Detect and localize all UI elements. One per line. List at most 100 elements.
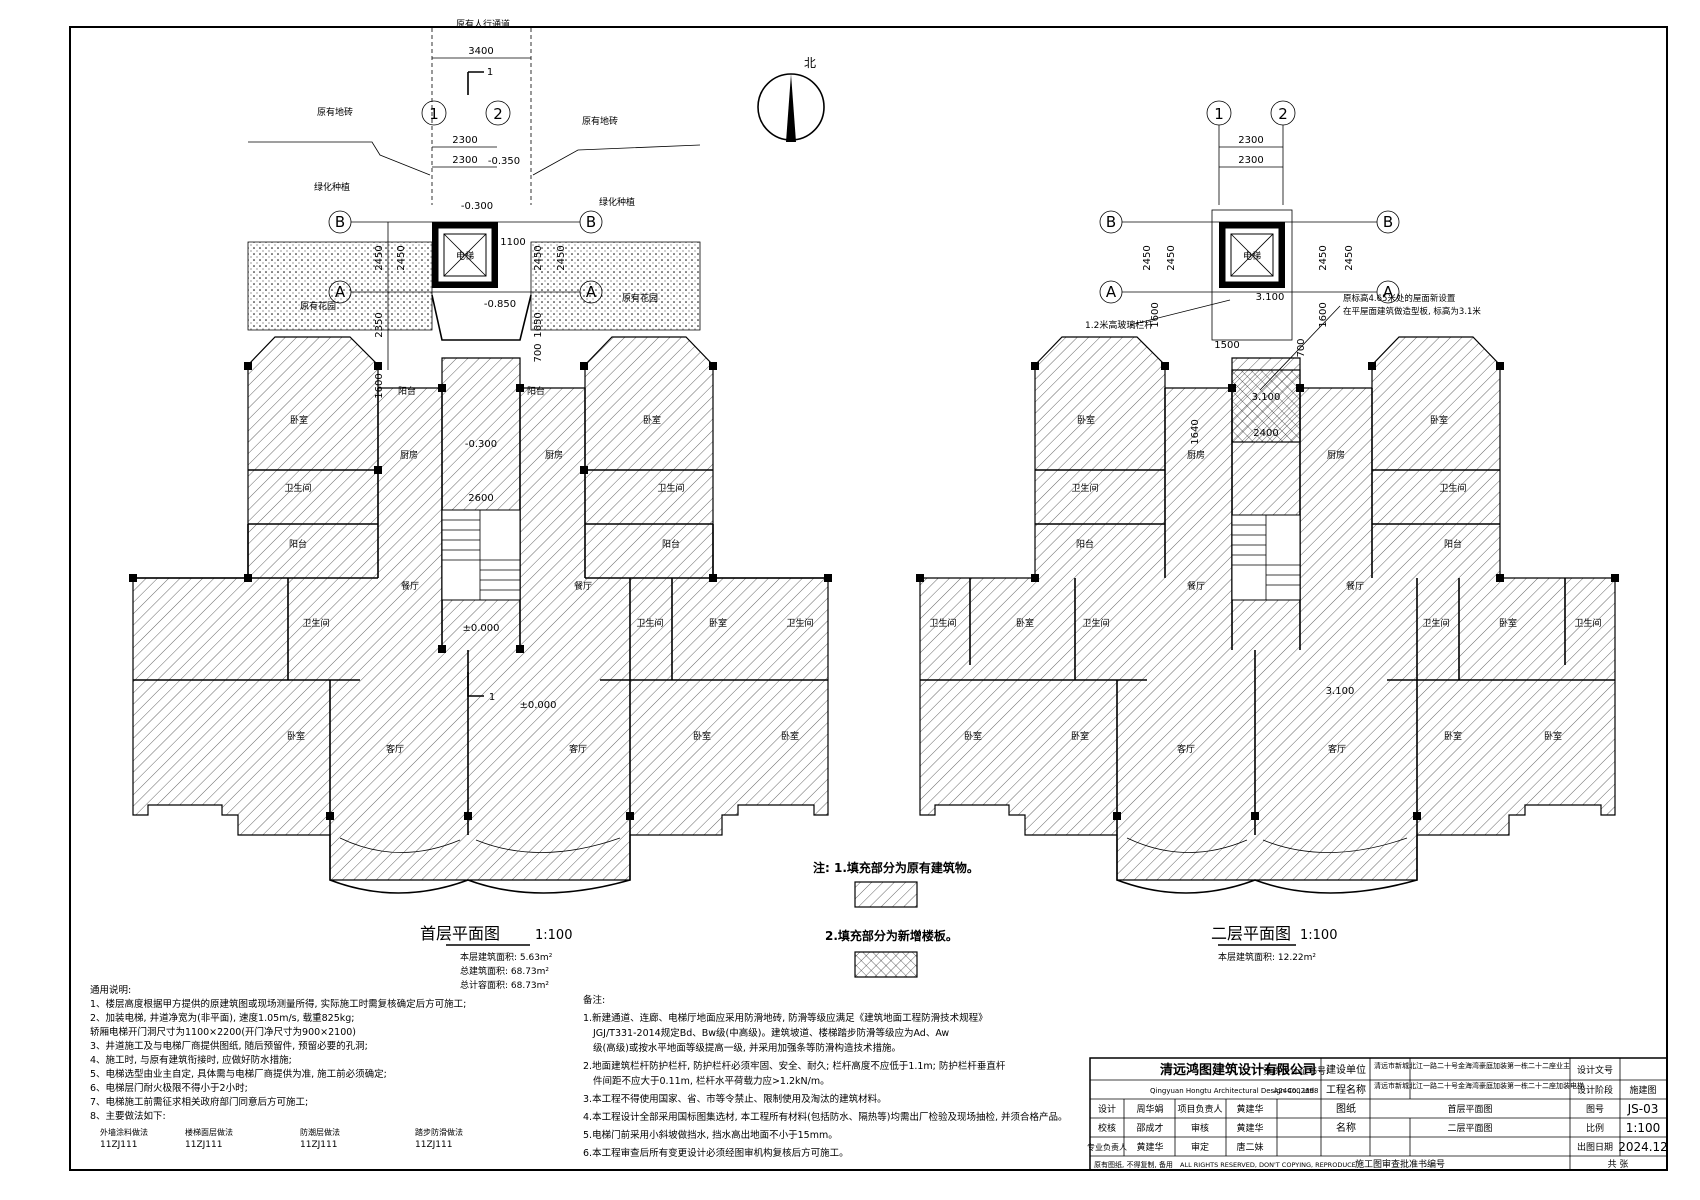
room-balcony-4: 阳台: [527, 385, 545, 397]
room-bedroom-3: 卧室: [709, 617, 727, 629]
dim2-top-1: 2300: [1238, 135, 1263, 146]
dim-2300-a: 2300: [452, 135, 477, 146]
elevator-label-2: 电梯: [1243, 250, 1261, 262]
tb-design-name: 周华娟: [1136, 1103, 1163, 1115]
drawing-label: 图纸: [1336, 1102, 1356, 1115]
elev-2: -0.300: [461, 201, 493, 212]
title-block: 清远鸿图建筑设计有限公司 Qingyuan Hongtu Architectur…: [1087, 1057, 1668, 1171]
dim-left-4: 1600: [374, 373, 385, 398]
axis2-A-right: A: [1383, 283, 1394, 301]
second-floor-existing-building: [919, 336, 1616, 881]
axis-2-label: 2: [493, 105, 503, 123]
dim2-2400: 2400: [1253, 428, 1278, 439]
label-garden-1: 原有花园: [300, 300, 336, 312]
elevator-label: 电梯: [456, 250, 474, 262]
general-notes: 通用说明: 1、楼层高度根据甲方提供的原建筑图或现场测量所得, 实际施工时需复核…: [90, 984, 466, 1150]
room-bath-4: 卫生间: [636, 617, 663, 629]
axis2-2: 2: [1278, 105, 1288, 123]
room-bedroom-4: 卧室: [287, 730, 305, 742]
ref-2-code: 11ZJ111: [185, 1140, 222, 1150]
ref-4-code: 11ZJ111: [415, 1140, 452, 1150]
label-garden-2: 原有花园: [622, 292, 658, 304]
remark-4: 2.地面建筑栏杆防护栏杆, 防护栏杆必须牢固、安全、耐久; 栏杆高度不应低于1.…: [583, 1060, 1006, 1072]
general-note-4: 3、井道施工及与电梯厂商提供图纸, 随后预留件, 预留必要的孔洞;: [90, 1040, 368, 1052]
room-dining-2: 餐厅: [574, 580, 592, 592]
remark-2: JGJ/T331-2014规定Bd、Bw级(中高级)。建筑坡道、楼梯踏步防滑等级…: [592, 1027, 949, 1039]
legend-swatch-new: [854, 951, 918, 978]
elev-1: -0.350: [488, 156, 520, 167]
ref-1-code: 11ZJ111: [100, 1140, 137, 1150]
remark-8: 5.电梯门前采用小斜坡做挡水, 挡水高出地面不小于15mm。: [583, 1129, 838, 1141]
legend-note-2: 2.填充部分为新增楼板。: [825, 928, 958, 943]
elev2-2: 3.100: [1252, 392, 1281, 403]
label-green-2: 绿化种植: [599, 196, 635, 208]
room-bedroom-1: 卧室: [290, 414, 308, 426]
tb-review-label: 审核: [1191, 1122, 1209, 1134]
copyright-cn: 原有图纸, 不得复制, 备用: [1094, 1160, 1173, 1169]
remark-9: 6.本工程审查后所有变更设计必须经图审机构复核后方可施工。: [583, 1147, 849, 1159]
room2-bedroom-3: 卧室: [1016, 617, 1034, 629]
general-note-1: 1、楼层高度根据甲方提供的原建筑图或现场测量所得, 实际施工时需复核确定后方可施…: [90, 998, 466, 1010]
room-balcony-3: 阳台: [398, 385, 416, 397]
general-note-3: 轿厢电梯开门洞尺寸为1100×2200(开门净尺寸为900×2100): [90, 1026, 356, 1038]
cert-no: A244002698: [1274, 1087, 1319, 1095]
room2-dining-2: 餐厅: [1346, 580, 1364, 592]
room-bath-2: 卫生间: [657, 482, 684, 494]
dim-2300-b: 2300: [452, 155, 477, 166]
axis2-1: 1: [1214, 105, 1224, 123]
room2-bedroom-2: 卧室: [1430, 414, 1448, 426]
room-kitchen-2: 厨房: [545, 449, 563, 461]
pages-label: 共 张: [1608, 1159, 1629, 1170]
north-label: 北: [804, 56, 816, 70]
tb-pm-name: 黄建华: [1236, 1103, 1263, 1115]
ref-4-label: 踏步防滑做法: [415, 1127, 463, 1137]
callout-roof-2: 在平屋面建筑做造型板, 标高为3.1米: [1343, 306, 1481, 317]
room2-bedroom-6: 卧室: [1071, 730, 1089, 742]
ref-2-label: 楼梯面层做法: [185, 1127, 233, 1137]
dim2-right-3: 1600: [1318, 302, 1329, 327]
cert-label: 资质设计证书号:: [1263, 1065, 1329, 1077]
plan2-stat-1: 本层建筑面积: 12.22m²: [1218, 951, 1316, 963]
drawing-name-1: 首层平面图: [1447, 1103, 1492, 1115]
axis-B-left: B: [335, 213, 345, 231]
room-living-1: 客厅: [386, 743, 404, 755]
general-notes-title: 通用说明:: [90, 984, 131, 996]
top-passage-label: 原有人行通道: [456, 18, 510, 30]
dim-right-1: 2450: [533, 245, 544, 270]
name-label: 名称: [1336, 1121, 1356, 1134]
room2-living-1: 客厅: [1177, 743, 1195, 755]
tb-check-label: 校核: [1098, 1122, 1116, 1134]
ref-1-label: 外墙涂料做法: [100, 1127, 148, 1137]
remarks-title: 备注:: [583, 994, 605, 1006]
room2-bedroom-7: 卧室: [1444, 730, 1462, 742]
section-mark-top: 1: [487, 67, 493, 78]
stage-label: 设计阶段: [1577, 1084, 1613, 1096]
dim2-right-4: 700: [1296, 338, 1307, 357]
room-bath-3: 卫生间: [302, 617, 329, 629]
room2-bedroom-5: 卧室: [964, 730, 982, 742]
label-existing-tile-1: 原有地砖: [317, 106, 353, 118]
ground-floor-existing-building: [132, 336, 829, 881]
dim-3400: 3400: [468, 46, 493, 57]
company-name: 清远鸿图建筑设计有限公司: [1160, 1062, 1316, 1078]
room2-bedroom-1: 卧室: [1077, 414, 1095, 426]
dim2-right-2: 2450: [1344, 245, 1355, 270]
plan2-scale: 1:100: [1300, 928, 1337, 943]
doc-no-label: 设计文号: [1577, 1064, 1613, 1076]
room2-kitchen-1: 厨房: [1187, 449, 1205, 461]
remark-7: 4.本工程设计全部采用国标图集选材, 本工程所有材料(包括防水、隔热等)均需出厂…: [583, 1111, 1068, 1123]
dim-2600: 2600: [468, 493, 493, 504]
room-bath-5: 卫生间: [786, 617, 813, 629]
general-note-2: 2、加装电梯, 井道净宽为(非平面), 速度1.05m/s, 载重825kg;: [90, 1012, 355, 1024]
label-existing-tile-2: 原有地砖: [582, 115, 618, 127]
date-value: 2024.12: [1618, 1140, 1668, 1154]
room2-bath-1: 卫生间: [1071, 482, 1098, 494]
tb-approve-name: 唐二妹: [1236, 1141, 1263, 1153]
ref-3-code: 11ZJ111: [300, 1140, 337, 1150]
remark-3: 级(高级)或按水平地面等级提高一级, 并采用加强条等防滑构造技术措施。: [593, 1042, 901, 1054]
drawing-name-2: 二层平面图: [1447, 1123, 1492, 1134]
scale-label: 比例: [1586, 1122, 1604, 1134]
review-no-label: 施工图审查批准书编号: [1355, 1158, 1445, 1170]
room2-living-2: 客厅: [1328, 743, 1346, 755]
